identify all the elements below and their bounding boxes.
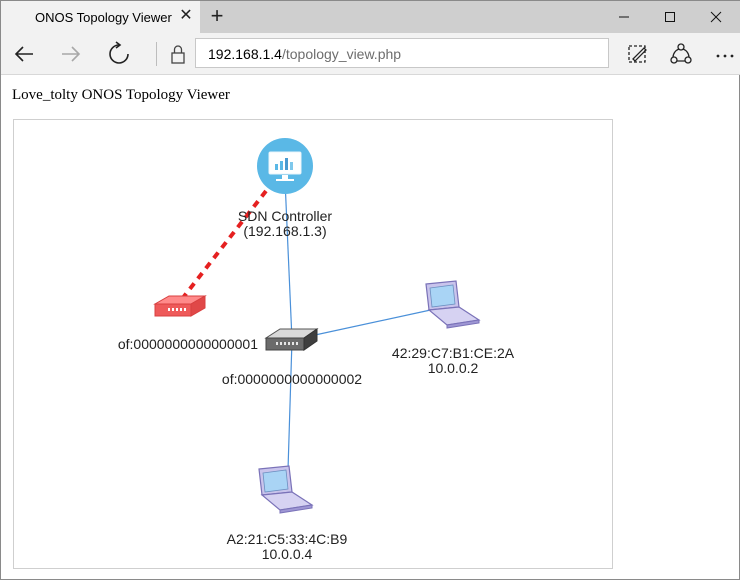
maximize-icon[interactable]: [647, 1, 693, 33]
back-arrow-icon[interactable]: [7, 37, 41, 71]
host-2-ip-label: 10.0.0.4: [262, 546, 313, 562]
address-path: /topology_view.php: [281, 46, 402, 62]
link-controller-switch2[interactable]: [284, 179, 293, 341]
switch-1-icon[interactable]: [153, 295, 207, 317]
close-tab-icon[interactable]: ✕: [179, 7, 193, 24]
switch-2-icon[interactable]: [264, 328, 319, 351]
minimize-icon[interactable]: [601, 1, 647, 33]
navigation-bar: 192.168.1.4/topology_view.php: [1, 33, 740, 75]
tab-topology-viewer[interactable]: ONOS Topology Viewer ✕: [1, 1, 200, 33]
address-text: 192.168.1.4/topology_view.php: [208, 46, 401, 62]
forward-arrow-icon[interactable]: [54, 37, 88, 71]
new-tab-icon[interactable]: +: [210, 3, 224, 28]
host-1-mac-label: 42:29:C7:B1:CE:2A: [392, 345, 515, 361]
tab-title: ONOS Topology Viewer: [35, 10, 172, 25]
switch-2-label: of:0000000000000002: [222, 371, 362, 387]
web-note-icon[interactable]: [620, 37, 654, 71]
page-title: Love_tolty ONOS Topology Viewer: [12, 87, 230, 103]
topology-graph: SDN Controller (192.168.1.3) of:00000000…: [118, 138, 515, 562]
tab-bar: ONOS Topology Viewer ✕ +: [1, 1, 740, 33]
host-1-laptop-icon[interactable]: [425, 280, 481, 329]
link-switch2-host2[interactable]: [287, 339, 293, 471]
refresh-icon[interactable]: [102, 37, 136, 71]
close-window-icon[interactable]: [693, 1, 739, 33]
host-2-mac-label: A2:21:C5:33:4C:B9: [227, 531, 348, 547]
toolbar-separator: [156, 42, 157, 66]
controller-ip-label: (192.168.1.3): [243, 223, 326, 239]
share-icon[interactable]: [664, 37, 698, 71]
address-host: 192.168.1.4: [208, 46, 282, 62]
switch-1-label: of:0000000000000001: [118, 336, 258, 352]
controller-name-label: SDN Controller: [238, 208, 332, 224]
topology-canvas[interactable]: SDN Controller (192.168.1.3) of:00000000…: [13, 119, 613, 569]
more-icon[interactable]: [708, 37, 740, 71]
host-2-laptop-icon[interactable]: [258, 465, 314, 514]
host-1-ip-label: 10.0.0.2: [428, 360, 479, 376]
link-switch2-host1[interactable]: [291, 305, 450, 341]
controller-icon[interactable]: [257, 138, 313, 194]
address-bar[interactable]: 192.168.1.4/topology_view.php: [195, 38, 609, 68]
broken-link-controller-switch1[interactable]: [180, 189, 268, 301]
lock-icon[interactable]: [161, 37, 195, 71]
